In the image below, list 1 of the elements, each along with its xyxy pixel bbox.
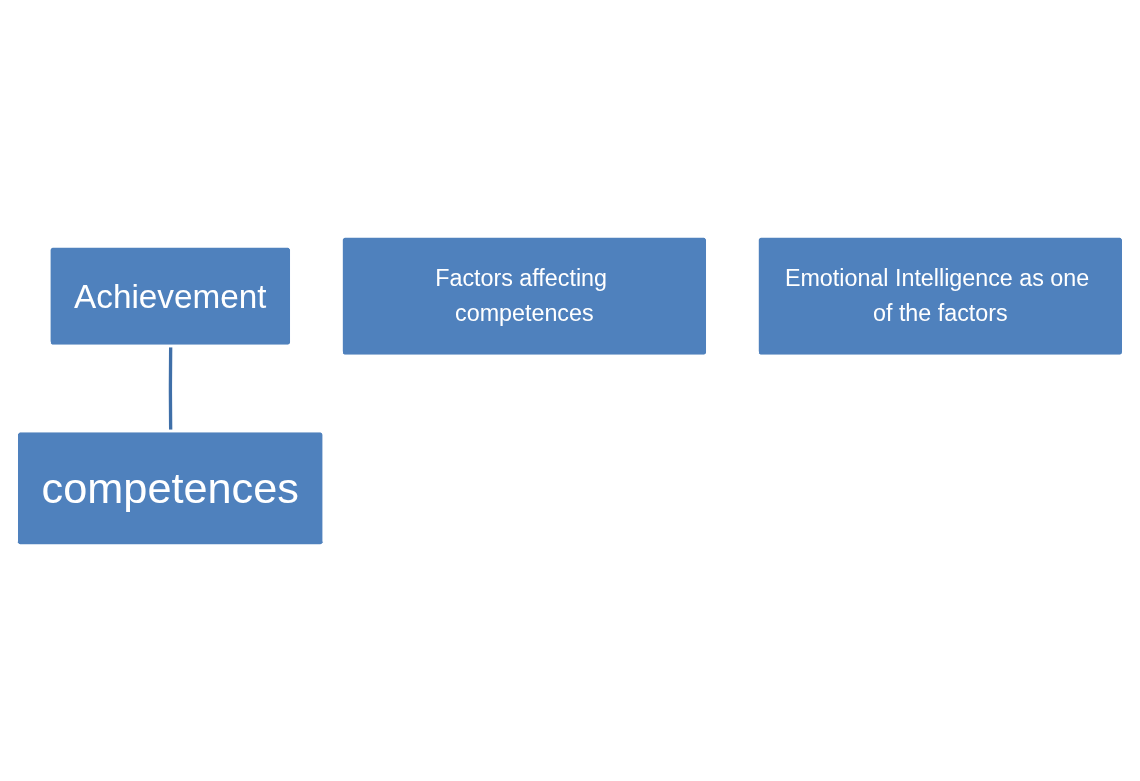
connector — [168, 345, 173, 431]
